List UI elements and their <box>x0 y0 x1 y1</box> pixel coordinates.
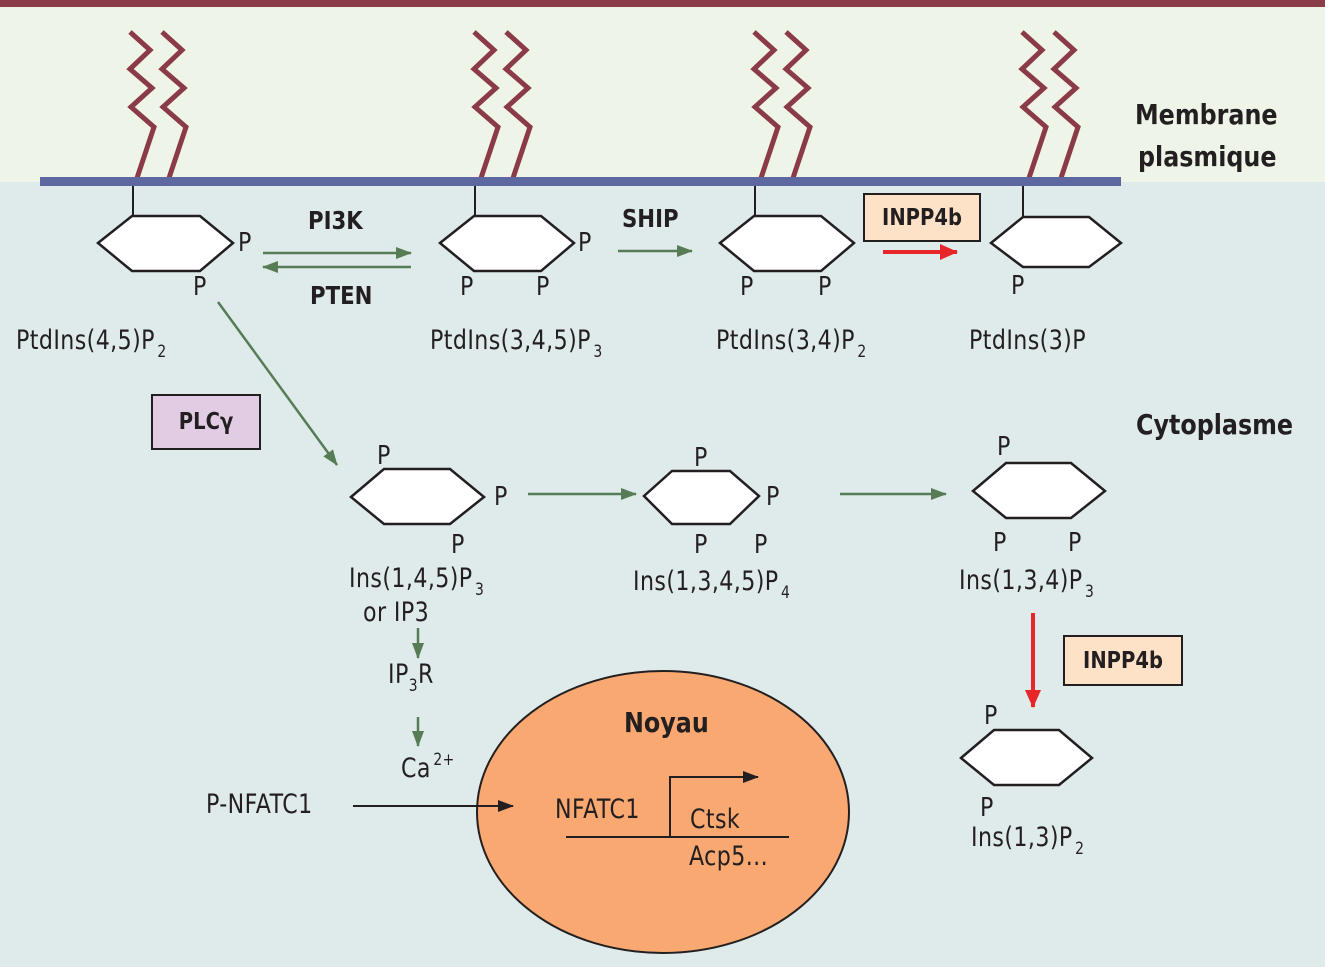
phosphate-label: P <box>984 701 998 731</box>
nucleus <box>476 670 850 954</box>
compartment-label-nucleus: Noyau <box>624 706 709 739</box>
phosphate-label: P <box>997 432 1011 462</box>
enzyme-box-plcg: PLCγ <box>151 394 261 450</box>
compartment-label-cytoplasm: Cytoplasme <box>1136 408 1294 441</box>
phosphate-label: P <box>238 228 252 258</box>
enzyme-label-ship: SHIP <box>622 204 679 233</box>
phosphate-label: P <box>1011 271 1025 301</box>
hexagon-ins1345p4 <box>642 469 761 526</box>
phosphate-label: P <box>1068 528 1082 558</box>
phosphate-label: P <box>578 228 592 258</box>
transcription-factor-nfatc1: NFATC1 <box>555 794 640 825</box>
molecule-alias-ip3: or IP3 <box>363 597 430 628</box>
enzyme-box-inpp4b-membrane: INPP4b <box>863 193 981 242</box>
phosphate-label: P <box>377 441 391 471</box>
plasma-membrane-line <box>40 177 1121 186</box>
compartment-label-membrane: Membrane <box>1135 98 1278 131</box>
anchor-stems <box>132 186 1024 217</box>
phosphate-label: P <box>980 793 994 823</box>
phosphate-label: P <box>766 482 780 512</box>
top-border <box>0 0 1325 7</box>
gene-label-ctsk: Ctsk <box>690 804 741 835</box>
molecule-label-ptdins3p: PtdIns(3)P <box>969 325 1087 356</box>
hexagon-ins13p2 <box>959 728 1094 787</box>
hexagon-ptdins345p3 <box>438 214 576 273</box>
arrow-plcg <box>216 301 339 466</box>
hexagon-ptdins45p2 <box>96 214 235 273</box>
phosphate-label: P <box>494 482 508 512</box>
protein-label-p-nfatc1: P-NFATC1 <box>206 789 313 820</box>
enzyme-label-pten: PTEN <box>310 281 373 310</box>
lipid-tails <box>126 30 1081 179</box>
hexagon-ptdins34p2 <box>718 214 856 273</box>
phosphate-label: P <box>193 272 207 302</box>
compartment-label-membrane-2: plasmique <box>1138 140 1277 173</box>
hexagon-ins145p3 <box>349 467 486 526</box>
hexagon-ptdins3p <box>988 215 1124 269</box>
phosphate-label: P <box>536 272 550 302</box>
phosphate-label: P <box>694 530 708 560</box>
phosphate-label: P <box>754 530 768 560</box>
phosphate-label: P <box>818 272 832 302</box>
enzyme-box-inpp4b-soluble: INPP4b <box>1063 635 1183 686</box>
lipid-tail-pair-1 <box>126 30 189 179</box>
receptor-label-ip3r: IP3R <box>388 659 434 696</box>
extracellular-region <box>0 0 1325 182</box>
lipid-tail-pair-3 <box>750 30 813 179</box>
phosphate-label: P <box>740 272 754 302</box>
gene-label-acp5: Acp5... <box>689 841 769 872</box>
lipid-tail-pair-4 <box>1018 30 1081 179</box>
lipid-tail-pair-2 <box>470 30 533 179</box>
enzyme-label-pi3k: PI3K <box>308 206 363 235</box>
hexagon-ins134p3 <box>971 461 1107 520</box>
transcription-start-arrow <box>669 771 759 837</box>
phosphate-label: P <box>460 272 474 302</box>
phosphate-label: P <box>993 528 1007 558</box>
phosphate-label: P <box>451 530 465 560</box>
phosphate-label: P <box>694 443 708 473</box>
